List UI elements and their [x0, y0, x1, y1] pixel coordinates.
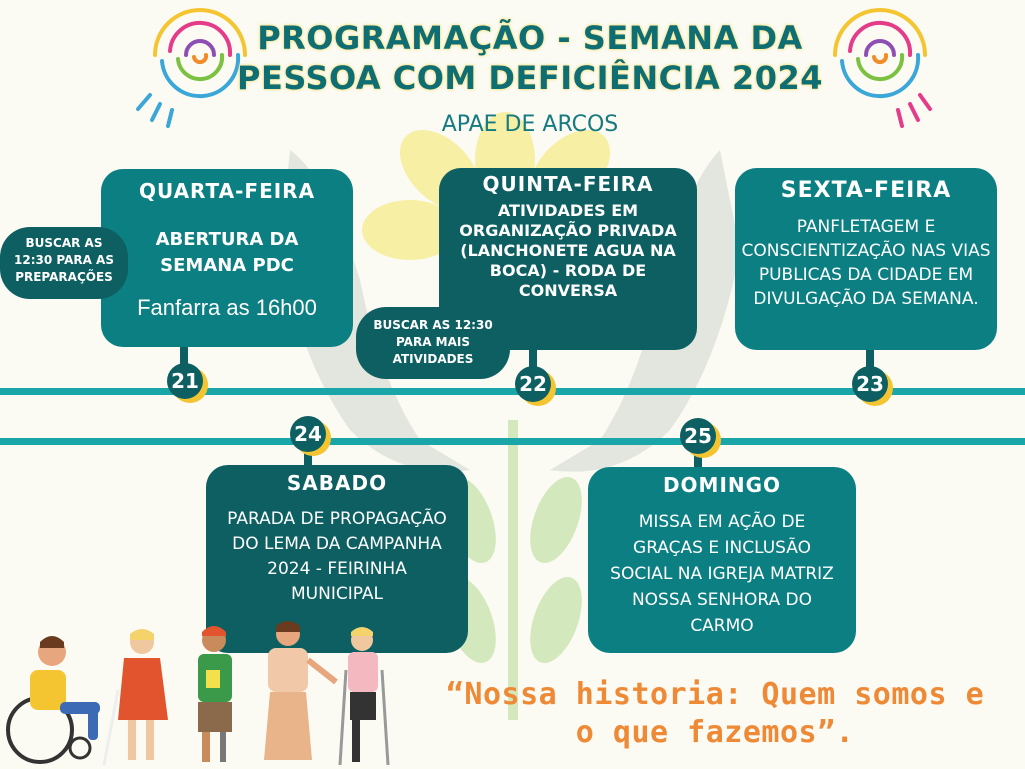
note-pill-thursday: BUSCAR AS 12:30 PARA MAIS ATIVIDADES — [356, 307, 510, 379]
date-dot-21: 21 — [167, 363, 203, 399]
timeline-line-top — [0, 388, 1025, 395]
card-body: ABERTURA DA SEMANA PDC — [155, 229, 299, 276]
note-pill-wednesday: BUSCAR AS 12:30 PARA AS PREPARAÇÕES — [0, 227, 128, 299]
person-with-book-icon — [198, 626, 232, 762]
people-illustration — [6, 621, 390, 766]
card-day-label: QUINTA-FEIRA — [482, 172, 654, 196]
person-with-cane-icon — [102, 629, 168, 766]
card-body: PARADA DE PROPAGAÇÃO DO LEMA DA CAMPANHA… — [227, 509, 447, 604]
wheelchair-user-icon — [6, 636, 100, 764]
connector-stem — [694, 452, 702, 472]
card-body: ATIVIDADES EM ORGANIZAÇÃO PRIVADA (LANCH… — [459, 201, 677, 300]
spiral-right-icon — [833, 8, 932, 128]
card-friday: SEXTA-FEIRA PANFLETAGEM E CONSCIENTIZAÇÃ… — [735, 168, 997, 350]
date-dot-22: 22 — [515, 366, 551, 402]
card-wednesday: QUARTA-FEIRA ABERTURA DA SEMANA PDC Fanf… — [101, 169, 353, 347]
card-body: MISSA EM AÇÃO DE GRAÇAS E INCLUSÃO SOCIA… — [610, 512, 834, 636]
card-day-label: QUARTA-FEIRA — [138, 179, 316, 203]
card-extra: Fanfarra as 16h00 — [137, 295, 317, 320]
card-saturday: SABADO PARADA DE PROPAGAÇÃO DO LEMA DA C… — [206, 465, 468, 653]
card-day-label: DOMINGO — [662, 473, 782, 497]
closing-quote: “Nossa historia: Quem somos e o que faze… — [445, 677, 985, 750]
connector-stem — [866, 345, 874, 370]
date-dot-23: 23 — [852, 366, 888, 402]
card-day-label: SEXTA-FEIRA — [780, 178, 952, 203]
connector-stem — [304, 450, 312, 470]
timeline-line-bottom — [0, 438, 1025, 445]
card-body: PANFLETAGEM E CONSCIENTIZAÇÃO NAS VIAS P… — [741, 217, 991, 309]
card-sunday: DOMINGO MISSA EM AÇÃO DE GRAÇAS E INCLUS… — [588, 467, 856, 653]
person-pointing-icon — [264, 621, 338, 760]
connector-stem — [180, 340, 188, 370]
page-subtitle: APAE DE ARCOS — [441, 112, 619, 137]
date-dot-24: 24 — [290, 416, 326, 452]
title-line-1: PROGRAMAÇÃO - SEMANA DA — [257, 19, 803, 57]
card-thursday: QUINTA-FEIRA ATIVIDADES EM ORGANIZAÇÃO P… — [439, 168, 697, 350]
page-title: PROGRAMAÇÃO - SEMANA DA PESSOA COM DEFIC… — [230, 18, 830, 98]
person-with-crutches-icon — [338, 627, 390, 766]
date-dot-25: 25 — [680, 418, 716, 454]
title-line-2: PESSOA COM DEFICIÊNCIA 2024 — [237, 59, 823, 97]
card-day-label: SABADO — [286, 471, 388, 495]
spiral-left-icon — [136, 8, 247, 128]
connector-stem — [529, 345, 537, 370]
